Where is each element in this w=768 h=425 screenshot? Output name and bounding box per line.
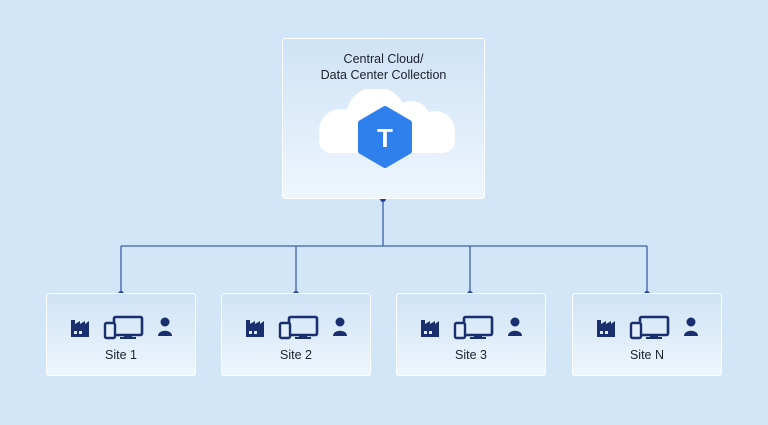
devices-icon (453, 315, 494, 340)
site-icons (421, 315, 522, 340)
site-n-box: Site N (572, 293, 722, 376)
factory-icon (421, 320, 439, 337)
site-label: Site 3 (455, 348, 487, 362)
site-icons (246, 315, 347, 340)
person-icon (333, 317, 347, 336)
site-icons (597, 315, 698, 340)
site-icons (71, 315, 172, 340)
site-1-box: Site 1 (46, 293, 196, 376)
cloud-icon: T (319, 89, 455, 168)
site-label: Site 2 (280, 348, 312, 362)
site-label: Site 1 (105, 348, 137, 362)
site-2-box: Site 2 (221, 293, 371, 376)
factory-icon (71, 320, 89, 337)
devices-icon (278, 315, 319, 340)
person-icon (684, 317, 698, 336)
central-title-line-2: Data Center Collection (320, 68, 447, 82)
factory-icon (597, 320, 615, 337)
person-icon (158, 317, 172, 336)
site-3-box: Site 3 (396, 293, 546, 376)
devices-icon (629, 315, 670, 340)
factory-icon (246, 320, 264, 337)
site-label: Site N (629, 348, 665, 362)
devices-icon (103, 315, 144, 340)
person-icon (508, 317, 522, 336)
logo-hexagon-icon: T (358, 106, 412, 168)
central-title-line-1: Central Cloud/ (343, 52, 424, 66)
logo-letter: T (377, 123, 393, 153)
central-cloud-box: Central Cloud/ Data Center Collection T (282, 38, 485, 199)
